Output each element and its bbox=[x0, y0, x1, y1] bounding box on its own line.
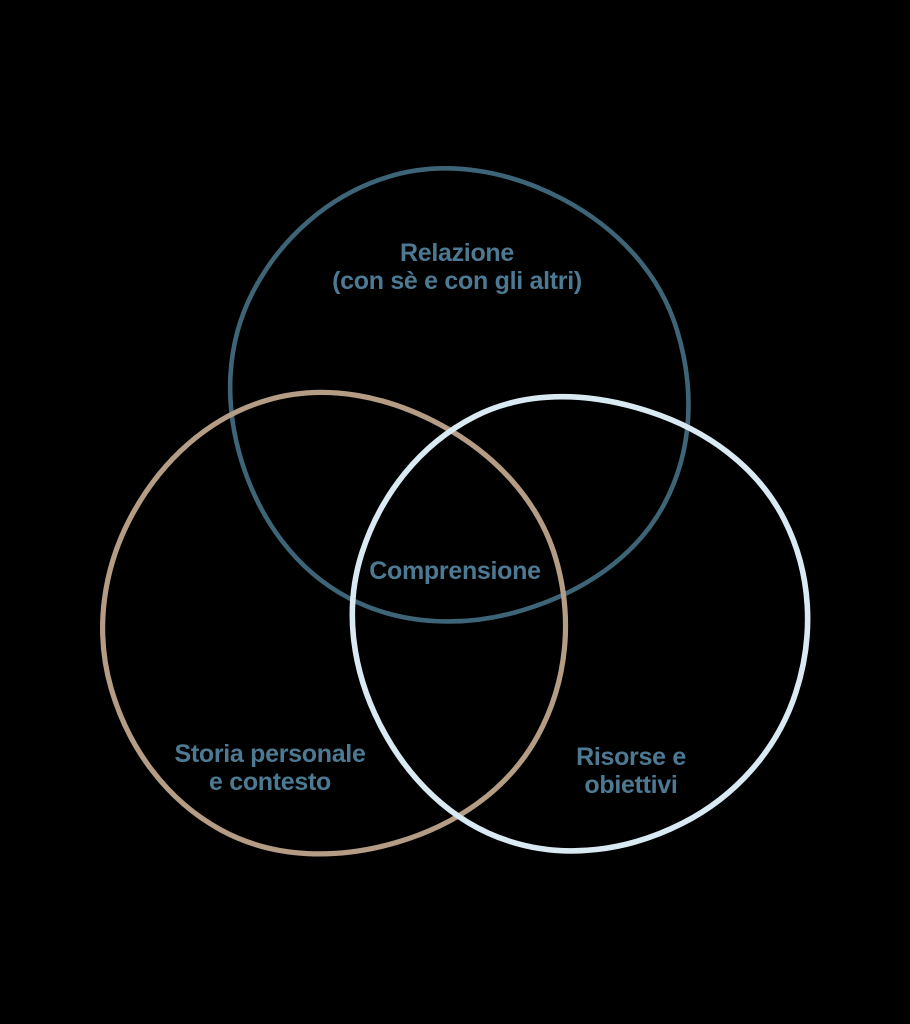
relazione-label-line1: Relazione bbox=[399, 239, 514, 267]
relazione-label: Relazione (con sè e con gli altri) bbox=[332, 239, 582, 295]
storia-label: Storia personale e contesto bbox=[174, 740, 365, 796]
risorse-label-line1: Risorse e bbox=[576, 743, 686, 771]
risorse-label-line2: obiettivi bbox=[584, 771, 678, 799]
relazione-label-line2: (con sè e con gli altri) bbox=[332, 267, 582, 295]
risorse-circle bbox=[349, 393, 811, 854]
comprensione-label: Comprensione bbox=[369, 557, 541, 585]
relazione-circle bbox=[227, 166, 691, 624]
risorse-label: Risorse e obiettivi bbox=[576, 743, 686, 799]
storia-label-line1: Storia personale bbox=[174, 740, 366, 768]
storia-circle bbox=[100, 389, 569, 857]
storia-label-line2: e contesto bbox=[208, 768, 332, 796]
